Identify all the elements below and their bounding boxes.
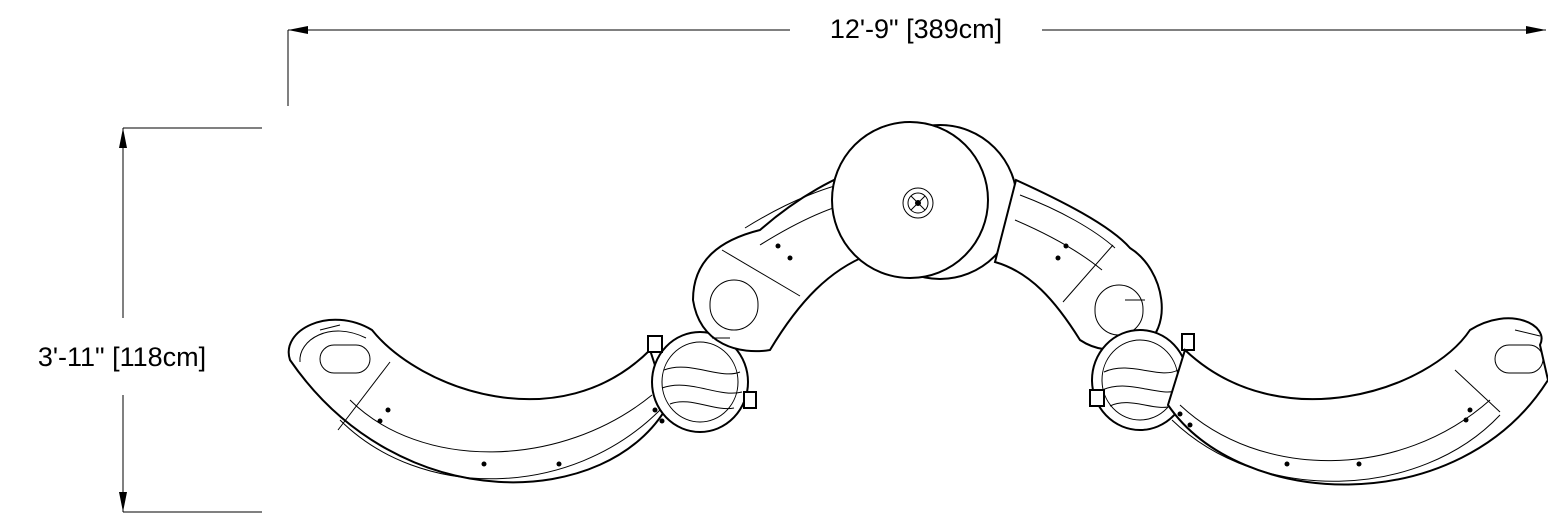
center-table	[831, 121, 1018, 280]
center-hub-icon	[902, 187, 934, 219]
width-dimension-label: 12'-9" [389cm]	[830, 14, 1002, 44]
right-curved-seat	[1166, 317, 1548, 486]
left-curved-seat	[287, 318, 670, 484]
height-dimension: 3'-11" [118cm]	[38, 127, 262, 513]
height-dimension-label: 3'-11" [118cm]	[38, 342, 206, 372]
width-dimension: 12'-9" [389cm]	[287, 14, 1546, 106]
left-connector	[647, 331, 757, 433]
right-middle-seat	[993, 178, 1163, 351]
